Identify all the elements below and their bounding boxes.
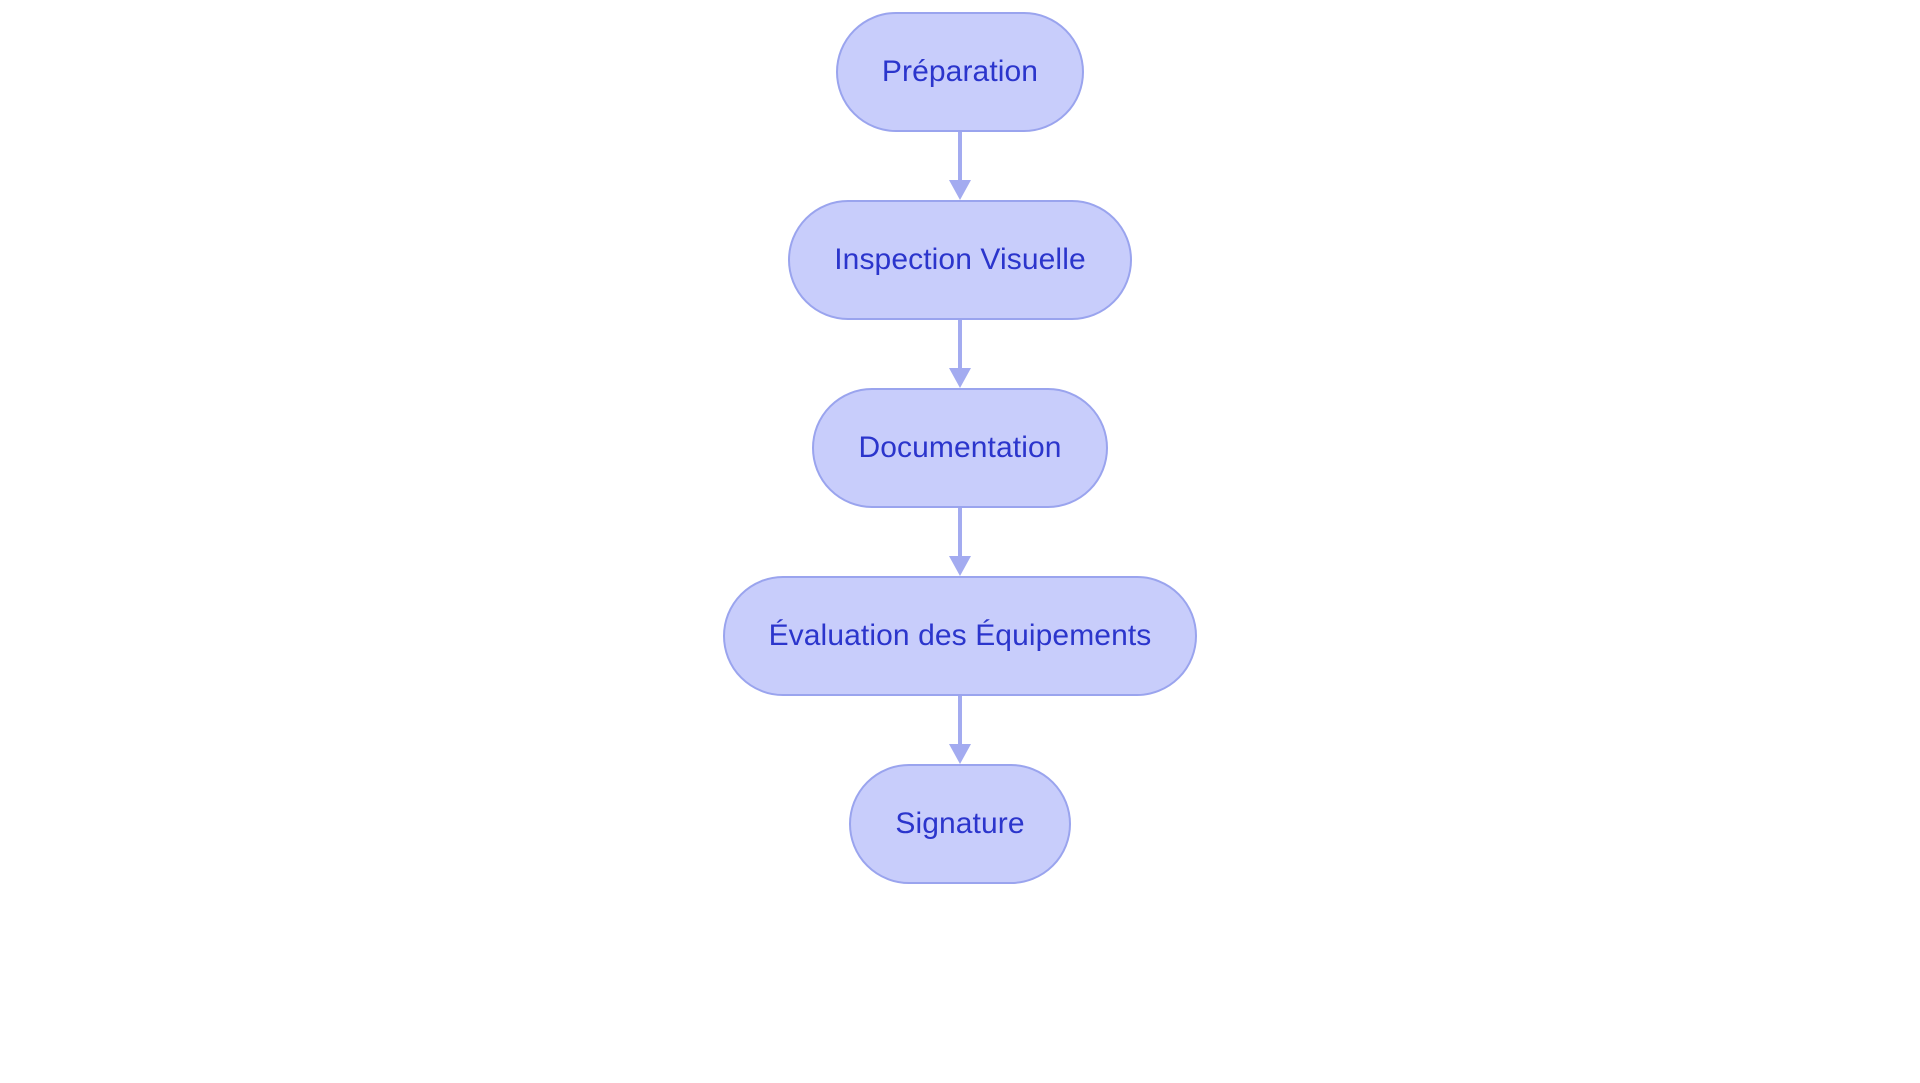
arrow-line: [958, 508, 962, 558]
arrow-line: [958, 320, 962, 370]
flowchart-arrow-4: [947, 696, 973, 764]
arrow-down-icon: [949, 368, 971, 388]
flowchart-node-inspection-visuelle[interactable]: Inspection Visuelle: [788, 200, 1132, 320]
arrow-line: [958, 696, 962, 746]
flowchart-node-documentation[interactable]: Documentation: [812, 388, 1108, 508]
flowchart-node-label: Évaluation des Équipements: [768, 619, 1152, 652]
flowchart-node-label: Inspection Visuelle: [834, 243, 1086, 276]
arrow-line: [958, 132, 962, 182]
arrow-down-icon: [949, 180, 971, 200]
flowchart-node-label: Signature: [895, 807, 1025, 840]
flowchart-arrow-1: [947, 132, 973, 200]
arrow-down-icon: [949, 744, 971, 764]
flowchart-node-preparation[interactable]: Préparation: [835, 12, 1085, 132]
flowchart-node-evaluation-des-equipements[interactable]: Évaluation des Équipements: [722, 576, 1198, 696]
flowchart-node-label: Documentation: [858, 431, 1062, 464]
flowchart-arrow-3: [947, 508, 973, 576]
flowchart-arrow-2: [947, 320, 973, 388]
arrow-down-icon: [949, 556, 971, 576]
flowchart-node-label: Préparation: [881, 55, 1039, 88]
flowchart-node-signature[interactable]: Signature: [849, 764, 1071, 884]
